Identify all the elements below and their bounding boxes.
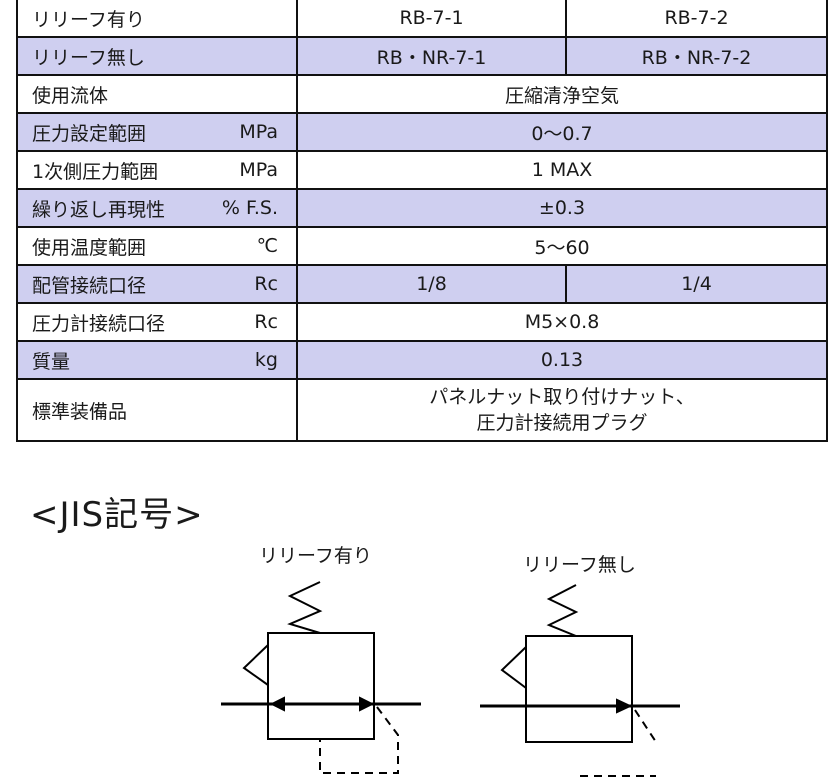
label-text: 標準装備品 <box>32 400 128 423</box>
label-text: 質量 <box>32 350 71 373</box>
label-text: 繰り返し再現性 <box>32 198 166 221</box>
table-row: 使用流体 圧縮清浄空気 <box>16 74 828 114</box>
temperature-value: 5～60 <box>296 226 828 266</box>
row-label: リリーフ有り <box>16 0 298 38</box>
relief-pilot-line <box>319 706 399 774</box>
accessories-value: パネルナット取り付けナット、 圧力計接続用プラグ <box>296 378 828 442</box>
label-text: 1次側圧力範囲 <box>32 160 159 183</box>
label-text: リリーフ有り <box>32 8 145 31</box>
model-rb-nr-7-1: RB・NR-7-1 <box>296 36 567 76</box>
model-rb-7-2: RB-7-2 <box>565 0 828 38</box>
unit-text: % F.S. <box>221 197 278 219</box>
label-text: 圧力設定範囲 <box>32 122 147 145</box>
label-text: リリーフ無し <box>32 46 145 69</box>
pilot-line <box>634 709 657 743</box>
table-row: 使用温度範囲 ℃ 5～60 <box>16 226 828 266</box>
row-label: 繰り返し再現性 % F.S. <box>16 188 298 228</box>
label-text: 圧力計接続口径 <box>32 312 166 335</box>
model-rb-7-1: RB-7-1 <box>296 0 567 38</box>
table-row: 標準装備品 パネルナット取り付けナット、 圧力計接続用プラグ <box>16 378 828 442</box>
regulator-without-relief-symbol <box>480 584 680 777</box>
accessory-line-1: パネルナット取り付けナット、 <box>429 386 695 408</box>
repeatability-value: ±0.3 <box>296 188 828 228</box>
row-label: 標準装備品 <box>16 378 298 442</box>
arrow-left-icon <box>269 696 285 712</box>
table-row: 圧力設定範囲 MPa 0～0.7 <box>16 112 828 152</box>
mass-value: 0.13 <box>296 340 828 380</box>
unit-text: ℃ <box>256 235 278 257</box>
row-label: リリーフ無し <box>16 36 298 76</box>
diagram-caption-non-relief: リリーフ無し <box>523 554 636 576</box>
row-label: 圧力設定範囲 MPa <box>16 112 298 152</box>
spec-table: リリーフ有り RB-7-1 RB-7-2 リリーフ無し RB・NR-7-1 RB… <box>16 0 828 442</box>
valve-body <box>267 632 375 740</box>
model-rb-nr-7-2: RB・NR-7-2 <box>565 36 828 76</box>
label-text: 使用流体 <box>32 84 109 107</box>
port-size-2: 1/4 <box>565 264 828 304</box>
table-row: リリーフ無し RB・NR-7-1 RB・NR-7-2 <box>16 36 828 76</box>
diaphragm-icon <box>242 644 269 686</box>
diaphragm-icon <box>500 646 527 689</box>
arrow-right-icon <box>616 698 633 714</box>
gauge-port-value: M5×0.8 <box>296 302 828 342</box>
unit-text: Rc <box>254 273 278 295</box>
unit-text: Rc <box>254 311 278 333</box>
unit-text: MPa <box>239 159 278 181</box>
row-label: 使用流体 <box>16 74 298 114</box>
label-text: 使用温度範囲 <box>32 236 147 259</box>
spring-icon <box>287 581 323 634</box>
primary-pressure-value: 1 MAX <box>296 150 828 190</box>
table-row: 1次側圧力範囲 MPa 1 MAX <box>16 150 828 190</box>
table-row: 繰り返し再現性 % F.S. ±0.3 <box>16 188 828 228</box>
diagram-caption-relief: リリーフ有り <box>259 545 372 567</box>
table-row: リリーフ有り RB-7-1 RB-7-2 <box>16 0 828 38</box>
row-label: 使用温度範囲 ℃ <box>16 226 298 266</box>
fluid-value: 圧縮清浄空気 <box>296 74 828 114</box>
unit-text: MPa <box>239 121 278 143</box>
row-label: 1次側圧力範囲 MPa <box>16 150 298 190</box>
table-row: 配管接続口径 Rc 1/8 1/4 <box>16 264 828 304</box>
arrow-right-icon <box>359 696 375 712</box>
row-label: 圧力計接続口径 Rc <box>16 302 298 342</box>
table-row: 質量 kg 0.13 <box>16 340 828 380</box>
table-row: 圧力計接続口径 Rc M5×0.8 <box>16 302 828 342</box>
accessory-line-2: 圧力計接続用プラグ <box>476 412 648 434</box>
unit-text: kg <box>254 349 278 371</box>
valve-body <box>525 635 633 743</box>
regulator-with-relief-symbol <box>221 581 421 774</box>
spring-icon <box>546 584 579 637</box>
port-size-1: 1/8 <box>296 264 567 304</box>
pressure-setting-value: 0～0.7 <box>296 112 828 152</box>
row-label: 質量 kg <box>16 340 298 380</box>
label-text: 配管接続口径 <box>32 274 147 297</box>
jis-section-title: <JIS記号> <box>30 495 204 535</box>
row-label: 配管接続口径 Rc <box>16 264 298 304</box>
